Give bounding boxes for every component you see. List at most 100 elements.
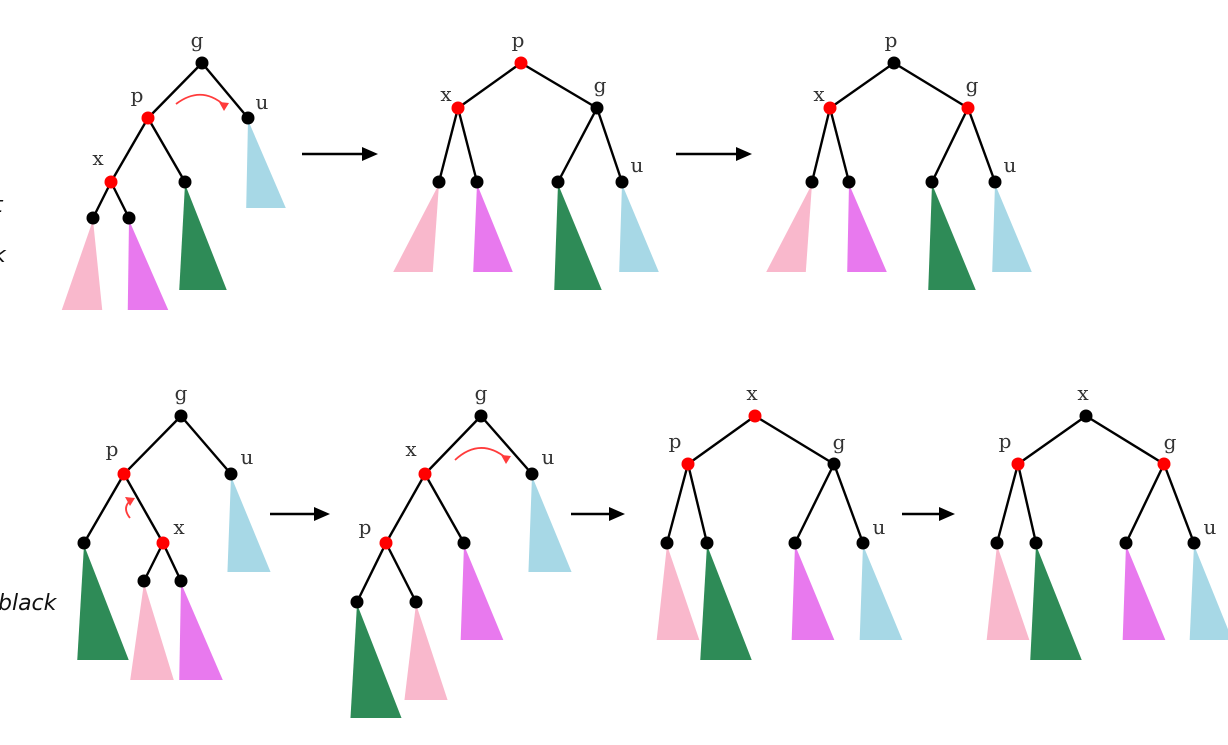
tree-3-edge: [829, 62, 895, 109]
tree-6-subtree-green: [700, 545, 752, 660]
tree-5-subtree-blue: [528, 476, 572, 572]
tree-2-node-black: [590, 101, 604, 115]
tree-5-node-label: p: [359, 515, 372, 539]
tree-2-subtree-pink: [393, 184, 439, 272]
tree-6-edge: [665, 463, 690, 544]
tree-7-edge: [1016, 463, 1038, 544]
tree-1-node-red: [104, 175, 118, 189]
tree-6-edge: [832, 463, 865, 544]
tree-3-node-label: x: [813, 82, 825, 106]
tree-6-node-label: x: [746, 381, 758, 405]
tree-5-node-label: u: [542, 445, 555, 469]
transition-arrowhead: [609, 507, 625, 521]
tree-3-node-black: [842, 175, 856, 189]
transition-arrowhead: [314, 507, 330, 521]
transition-arrowhead: [736, 147, 752, 161]
tree-4-edge: [122, 473, 165, 544]
tree-5-node-red: [379, 536, 393, 550]
tree-6-node-black: [700, 536, 714, 550]
tree-2-edge: [595, 107, 624, 183]
tree-5-node-black: [409, 595, 423, 609]
tree-1-edge: [147, 62, 203, 119]
tree-7-node-label: g: [1164, 430, 1177, 454]
tree-7-node-red: [1157, 457, 1171, 471]
tree-4-node-label: u: [241, 445, 254, 469]
tree-1-edge: [201, 62, 249, 119]
tree-5-edge: [355, 542, 388, 603]
tree-2-node-label: x: [440, 82, 452, 106]
tree-2-node-black: [432, 175, 446, 189]
tree-6-subtree-violet: [791, 545, 835, 640]
tree-2-subtree-violet: [473, 184, 513, 272]
tree-2-subtree-blue: [619, 184, 659, 272]
tree-1-node-black: [122, 211, 136, 225]
tree-1-node-black: [86, 211, 100, 225]
transition-arrowhead: [362, 147, 378, 161]
tree-2-edge: [520, 61, 598, 110]
tree-5-subtree-green: [350, 604, 402, 718]
tree-7-subtree-blue: [1189, 545, 1228, 640]
tree-6-node-label: u: [873, 515, 886, 539]
tree-5-node-red: [418, 467, 432, 481]
tree-2-node-black: [615, 175, 629, 189]
tree-4-subtree-pink: [130, 583, 174, 680]
tree-3-edge: [828, 107, 851, 183]
tree-4-edge: [161, 542, 183, 582]
tree-1-node-red: [141, 111, 155, 125]
tree-5-edge: [423, 473, 466, 544]
tree-7-edge: [1017, 415, 1087, 465]
tree-7-node-black: [1187, 536, 1201, 550]
tree-3-node-black: [988, 175, 1002, 189]
tree-1-rotation-arrowhead: [219, 102, 229, 111]
tree-1-node-black: [241, 111, 255, 125]
tree-3-edge: [893, 61, 969, 110]
tree-5-subtree-violet: [460, 545, 504, 640]
tree-6-edge: [687, 415, 756, 465]
tree-6-subtree-blue: [859, 545, 903, 640]
tree-4-subtree-violet: [179, 583, 223, 680]
tree-1-node-black: [195, 56, 209, 70]
tree-4-node-black: [224, 467, 238, 481]
tree-3-edge: [930, 107, 970, 183]
tree-3-node-black: [925, 175, 939, 189]
tree-6-edge: [754, 414, 835, 466]
tree-2-node-label: u: [631, 153, 644, 177]
tree-5-node-label: g: [475, 381, 488, 405]
tree-3-subtree-pink: [766, 184, 812, 272]
tree-5-node-black: [474, 409, 488, 423]
tree-3-edge: [966, 107, 997, 183]
tree-4-edge: [180, 415, 232, 475]
tree-7-node-black: [1029, 536, 1043, 550]
tree-1-node-label: g: [191, 28, 204, 52]
tree-6-node-black: [827, 457, 841, 471]
tree-7-subtree-pink: [986, 545, 1030, 640]
tree-5-rotation-arrow: [454, 447, 507, 461]
tree-7-subtree-violet: [1122, 545, 1166, 640]
tree-6-subtree-pink: [656, 545, 700, 640]
tree-2-node-label: p: [512, 28, 525, 52]
tree-4-rotation-arrowhead: [125, 497, 135, 506]
transition-arrowhead: [939, 507, 955, 521]
tree-2-node-red: [451, 101, 465, 115]
tree-5-node-black: [525, 467, 539, 481]
tree-1-node-label: u: [256, 90, 269, 114]
tree-3-node-label: g: [966, 73, 979, 97]
tree-1-subtree-green: [179, 184, 227, 290]
tree-2-node-label: g: [594, 73, 607, 97]
tree-6-edge: [793, 463, 836, 544]
tree-7-edge: [1085, 414, 1165, 466]
tree-3-node-label: u: [1004, 153, 1017, 177]
tree-4-subtree-blue: [227, 476, 271, 572]
tree-4-edge: [82, 473, 126, 544]
tree-3-node-label: p: [885, 28, 898, 52]
tree-5-edge: [384, 473, 427, 544]
tree-3-node-red: [823, 101, 837, 115]
tree-1-subtree-violet: [127, 220, 169, 310]
tree-6-node-black: [856, 536, 870, 550]
tree-2-node-red: [514, 56, 528, 70]
tree-4-node-label: g: [175, 381, 188, 405]
tree-1-node-label: p: [131, 83, 144, 107]
tree-4-node-black: [174, 574, 188, 588]
tree-3-subtree-violet: [847, 184, 887, 272]
